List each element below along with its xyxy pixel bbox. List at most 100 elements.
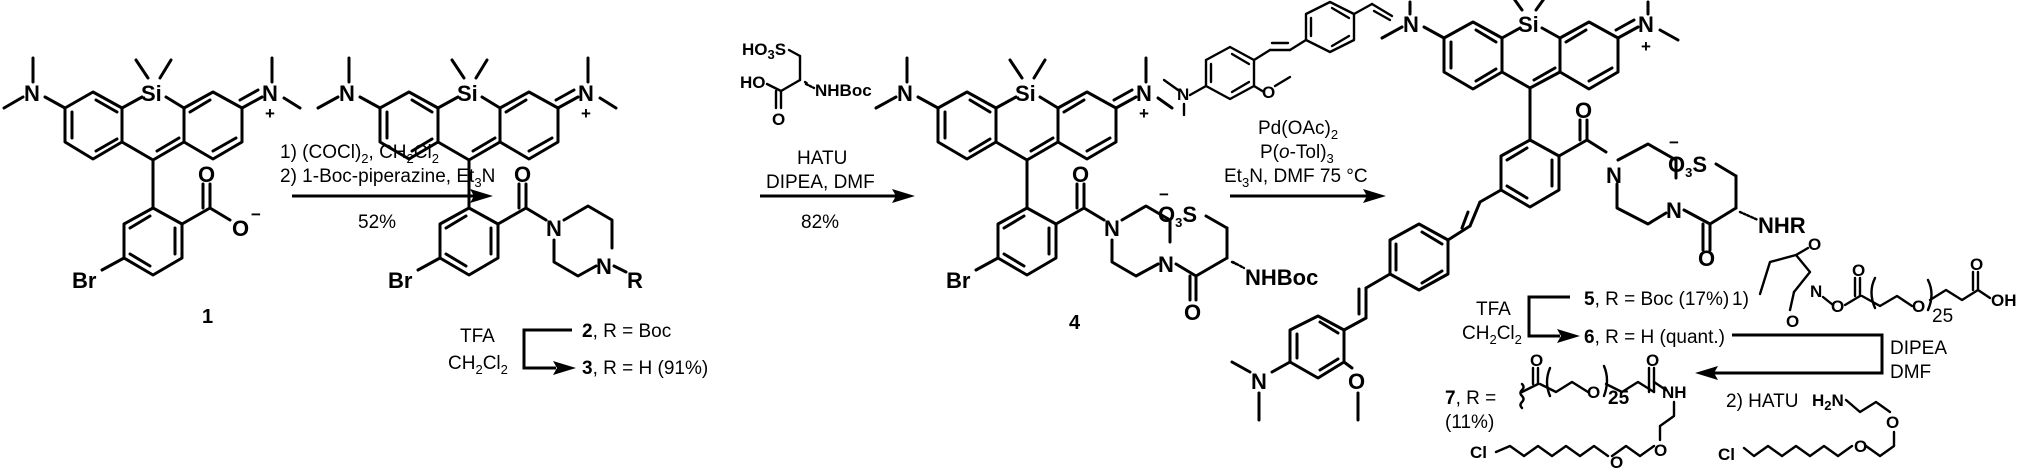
svg-text:25: 25: [1608, 388, 1630, 409]
svg-text:O: O: [1262, 83, 1275, 102]
svg-text:52%: 52%: [358, 212, 396, 233]
svg-text:O: O: [772, 110, 785, 129]
svg-text:2) HATU: 2) HATU: [1726, 391, 1798, 412]
svg-text:O: O: [1852, 261, 1865, 280]
svg-text:N: N: [578, 81, 594, 106]
svg-text:Si: Si: [457, 81, 478, 106]
svg-text:−: −: [1159, 185, 1169, 204]
svg-text:N: N: [1666, 198, 1682, 223]
svg-text:O: O: [1575, 98, 1592, 123]
step1-conditions: 1) (COCl)2, CH2Cl2 2) 1-Boc-piperazine, …: [280, 142, 495, 233]
svg-text:O: O: [232, 216, 249, 241]
svg-text:O: O: [1912, 297, 1925, 316]
svg-text:N: N: [897, 81, 913, 106]
svg-text:N: N: [262, 81, 278, 106]
svg-text:O: O: [514, 162, 531, 187]
svg-text:O: O: [1698, 246, 1715, 271]
svg-text:N: N: [1251, 369, 1267, 394]
svg-text:Si: Si: [1518, 12, 1539, 37]
deprotection-2: TFA CH2Cl2 5, R = Boc (17%) 6, R = H (qu…: [1462, 289, 1729, 348]
svg-text:O: O: [1886, 413, 1899, 432]
svg-text:HO: HO: [740, 73, 766, 92]
svg-text:NHBoc: NHBoc: [1245, 265, 1318, 290]
step3-conditions: N O Pd(OAc)2 P(o-Tol)3 Et3N, DMF 75 °C: [1162, 0, 1394, 203]
svg-text:Br: Br: [946, 268, 971, 293]
svg-text:HATU: HATU: [797, 148, 847, 169]
svg-text:N: N: [1810, 282, 1822, 301]
svg-text:Si: Si: [1015, 81, 1036, 106]
svg-text:+: +: [1641, 37, 1651, 56]
svg-text:O: O: [1654, 441, 1667, 460]
svg-text:NHR: NHR: [1758, 213, 1806, 238]
svg-text:+: +: [581, 104, 591, 123]
svg-text:O: O: [1831, 297, 1844, 316]
svg-text:2) 1-Boc-piperazine, Et3N: 2) 1-Boc-piperazine, Et3N: [280, 166, 495, 190]
svg-text:O: O: [1786, 312, 1799, 331]
svg-text:O3S: O3S: [1158, 202, 1197, 230]
svg-text:1): 1): [1732, 289, 1749, 310]
svg-text:O: O: [1646, 351, 1659, 370]
svg-text:6, R = H (quant.): 6, R = H (quant.): [1584, 327, 1725, 348]
svg-text:N: N: [24, 81, 40, 106]
svg-text:N: N: [1638, 12, 1654, 37]
svg-text:N: N: [1136, 81, 1152, 106]
svg-text:82%: 82%: [801, 212, 839, 233]
svg-text:+: +: [265, 104, 275, 123]
svg-text:O: O: [1587, 383, 1600, 402]
svg-text:Si: Si: [141, 81, 162, 106]
svg-text:O3S: O3S: [1668, 152, 1707, 180]
svg-text:NH: NH: [1662, 383, 1687, 402]
svg-text:N: N: [1158, 252, 1174, 277]
svg-text:O: O: [1348, 369, 1365, 394]
svg-text:O: O: [1530, 351, 1543, 370]
compound-1-label: 1: [202, 306, 213, 328]
svg-text:O: O: [198, 162, 215, 187]
svg-text:DIPEA, DMF: DIPEA, DMF: [766, 172, 875, 193]
svg-text:Et3N, DMF 75 °C: Et3N, DMF 75 °C: [1224, 166, 1368, 190]
svg-text:HO3S: HO3S: [742, 40, 786, 62]
svg-text:O: O: [1184, 300, 1201, 325]
svg-text:O: O: [1970, 255, 1983, 274]
svg-text:Cl: Cl: [1470, 443, 1487, 462]
svg-text:(11%): (11%): [1445, 412, 1494, 433]
svg-text:H2N: H2N: [1812, 391, 1844, 413]
step2-conditions: HO3S HO O NHBoc HATU DIPEA, DMF 82%: [740, 40, 915, 233]
svg-text:N: N: [1606, 163, 1622, 188]
svg-text:2, R = Boc: 2, R = Boc: [582, 321, 671, 342]
svg-text:Pd(OAc)2: Pd(OAc)2: [1258, 118, 1338, 142]
svg-text:O: O: [1072, 162, 1089, 187]
svg-text:N: N: [339, 81, 355, 106]
svg-text:CH2Cl2: CH2Cl2: [448, 353, 508, 377]
deprotection-1: TFA CH2Cl2 2, R = Boc 3, R = H (91%): [448, 321, 708, 379]
svg-text:DIPEA: DIPEA: [1890, 338, 1947, 359]
svg-text:O: O: [1854, 437, 1867, 456]
svg-text:−: −: [1669, 133, 1679, 152]
step4-conditions: 1) O O N O O O 25 O OH DIPEA DMF 2) HATU…: [1695, 235, 2017, 464]
svg-text:+: +: [1139, 104, 1149, 123]
svg-text:7, R =: 7, R =: [1445, 388, 1496, 409]
svg-text:N: N: [1403, 12, 1419, 37]
compound-4-label: 4: [1069, 312, 1081, 334]
svg-text:OH: OH: [1991, 291, 2017, 310]
svg-text:CH2Cl2: CH2Cl2: [1462, 323, 1522, 347]
svg-text:Br: Br: [388, 268, 413, 293]
compound-4-structure: N Si N + Br O N N O: [874, 56, 1318, 325]
svg-text:−: −: [251, 205, 261, 224]
svg-text:P(o-Tol)3: P(o-Tol)3: [1260, 142, 1334, 166]
svg-text:25: 25: [1932, 306, 1953, 327]
svg-text:DMF: DMF: [1890, 362, 1931, 383]
svg-text:N: N: [596, 254, 612, 279]
compound-5-6-7-structure: N Si N + O N N O: [1230, 0, 1806, 422]
svg-text:O: O: [1610, 453, 1623, 472]
svg-text:TFA: TFA: [1476, 299, 1511, 320]
compound-1-structure: N Si N + Br O O −: [2, 56, 302, 293]
svg-text:N: N: [1177, 85, 1189, 104]
compound-7-r-group: 7, R = (11%) O O 25 O NH O O Cl: [1445, 351, 1687, 472]
svg-text:O: O: [1808, 235, 1821, 254]
svg-text:Br: Br: [72, 268, 97, 293]
svg-text:NHBoc: NHBoc: [815, 81, 872, 100]
svg-text:N: N: [1104, 216, 1120, 241]
svg-text:N: N: [546, 216, 562, 241]
svg-text:R: R: [627, 268, 643, 293]
